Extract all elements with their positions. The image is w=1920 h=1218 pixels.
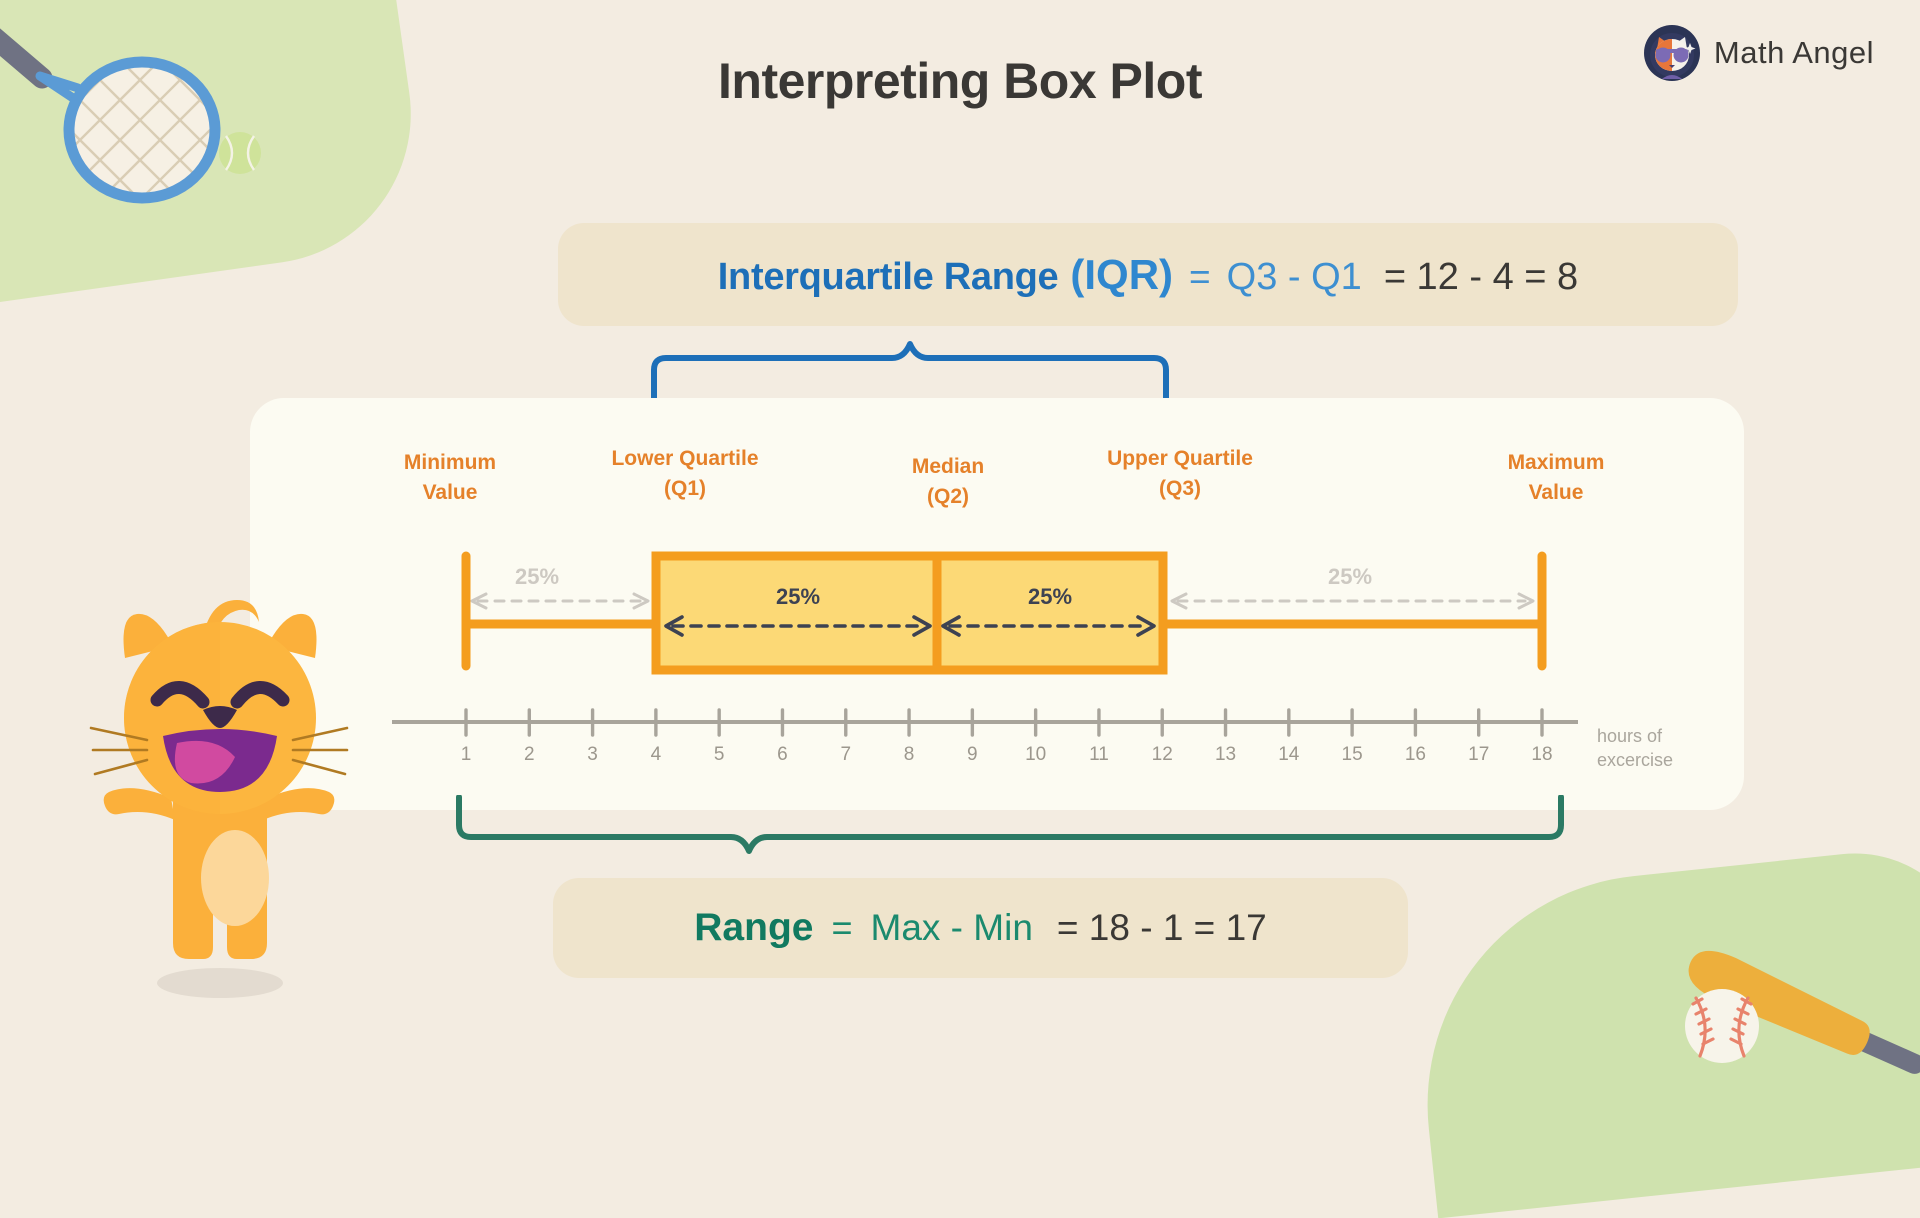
upper-whisker-percent: 25%	[1327, 564, 1373, 589]
iqr-result: = 12 - 4 = 8	[1383, 255, 1579, 298]
axis-tick-label: 18	[1531, 744, 1553, 765]
axis-tick-label: 9	[967, 744, 978, 765]
tennis-racket-icon	[0, 28, 221, 204]
axis-tick-label: 17	[1468, 744, 1490, 765]
axis-tick-label: 6	[777, 744, 788, 765]
axis-tick-label: 12	[1151, 744, 1173, 765]
iqr-expression: Q3 - Q1	[1226, 255, 1362, 298]
range-label: Range	[694, 906, 814, 949]
axis-tick-label: 14	[1278, 744, 1300, 765]
cat-mascot-icon	[89, 600, 349, 998]
baseball-icon	[1685, 989, 1759, 1063]
axis-tick-label: 16	[1404, 744, 1426, 765]
iqr-equals: =	[1189, 255, 1211, 297]
range-banner: Range = Max - Min = 18 - 1 = 17	[553, 878, 1408, 978]
iqr-abbrev: (IQR)	[1070, 250, 1174, 298]
range-brace	[456, 795, 1564, 854]
axis-ticks	[464, 708, 1544, 737]
upper-box-percent: 25%	[1027, 584, 1073, 609]
range-result: = 18 - 1 = 17	[1056, 907, 1267, 948]
axis-tick-label: 3	[587, 744, 598, 765]
range-equals: =	[831, 907, 853, 948]
quartile-label-row: Minimum Value Lower Quartile (Q1) Median…	[0, 447, 1920, 518]
label-minimum-value: Minimum Value	[403, 451, 497, 505]
axis-caption: hours of excercise	[1597, 726, 1674, 771]
brand-logo: Math Angel	[1643, 25, 1874, 81]
box-rect	[651, 551, 1168, 675]
cat-avatar-icon	[1643, 25, 1700, 81]
lower-box-percent: 25%	[775, 584, 821, 609]
axis-tick-label: 7	[840, 744, 852, 765]
axis-tick-label: 10	[1025, 744, 1047, 765]
axis-tick-label: 2	[523, 744, 535, 765]
iqr-label: Interquartile Range	[717, 255, 1059, 298]
iqr-brace	[651, 341, 1169, 400]
label-upper-quartile: Upper Quartile (Q3)	[1107, 447, 1253, 501]
axis-tick-label: 15	[1341, 744, 1363, 765]
label-lower-quartile: Lower Quartile (Q1)	[611, 447, 759, 501]
iqr-banner: Interquartile Range (IQR) = Q3 - Q1 = 12…	[558, 223, 1738, 326]
axis-tick-label: 8	[903, 744, 915, 765]
baseball-bat-icon	[1685, 950, 1920, 1074]
label-maximum-value: Maximum Value	[1507, 451, 1605, 505]
axis-tick-label: 13	[1214, 744, 1237, 765]
box-plot-graphic	[392, 551, 1578, 724]
label-median: Median (Q2)	[911, 455, 985, 509]
page-title: Interpreting Box Plot	[718, 53, 1202, 109]
axis-tick-label: 4	[650, 744, 662, 765]
tennis-ball-icon	[219, 132, 261, 174]
range-expression: Max - Min	[870, 907, 1033, 948]
axis-tick-label: 1	[460, 744, 472, 765]
brand-name: Math Angel	[1713, 35, 1874, 70]
axis-tick-label: 5	[713, 744, 725, 765]
lower-whisker-percent: 25%	[514, 564, 560, 589]
axis-tick-label: 11	[1089, 744, 1109, 765]
